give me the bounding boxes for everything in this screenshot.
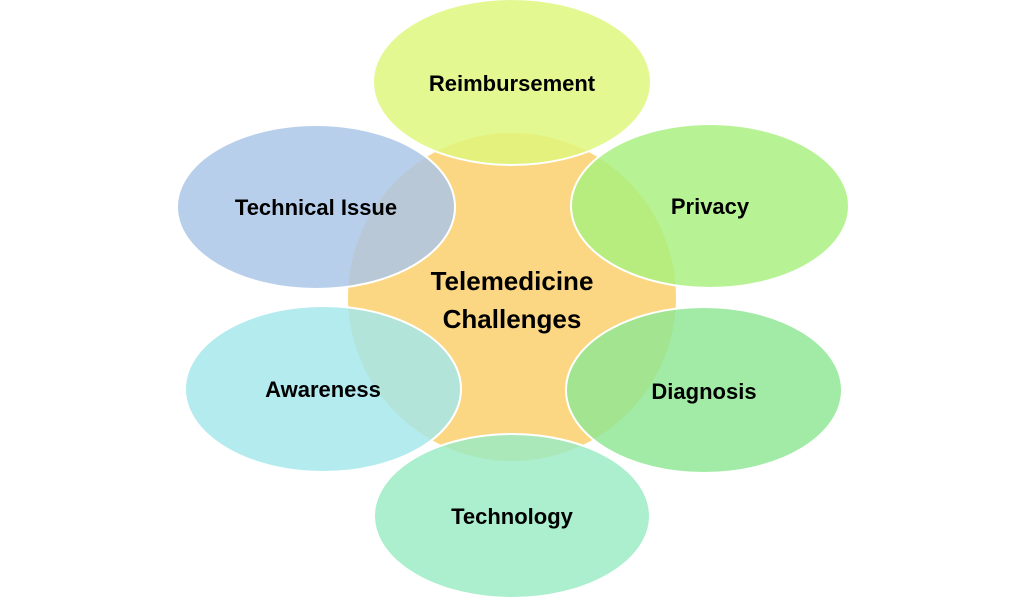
node-privacy-label: Privacy xyxy=(671,194,750,219)
node-technical-issue-ellipse xyxy=(176,124,456,290)
node-diagnosis-ellipse xyxy=(565,306,843,474)
center-label-line-2: Challenges xyxy=(443,304,582,334)
node-awareness: Awareness xyxy=(184,305,462,473)
node-reimbursement: Reimbursement xyxy=(372,0,652,166)
node-awareness-label: Awareness xyxy=(265,377,381,402)
node-technical-issue: Technical Issue xyxy=(176,124,456,290)
node-diagnosis: Diagnosis xyxy=(565,306,843,474)
center-label-line-1: Telemedicine xyxy=(431,266,594,296)
node-technology: Technology xyxy=(373,433,651,599)
node-reimbursement-ellipse xyxy=(372,0,652,166)
node-privacy-ellipse xyxy=(570,123,850,289)
node-technical-issue-label: Technical Issue xyxy=(235,195,397,220)
node-privacy: Privacy xyxy=(570,123,850,289)
node-reimbursement-label: Reimbursement xyxy=(429,71,596,96)
node-technology-label: Technology xyxy=(451,504,574,529)
node-technology-ellipse xyxy=(373,433,651,599)
node-diagnosis-label: Diagnosis xyxy=(651,379,756,404)
node-awareness-ellipse xyxy=(184,305,462,473)
